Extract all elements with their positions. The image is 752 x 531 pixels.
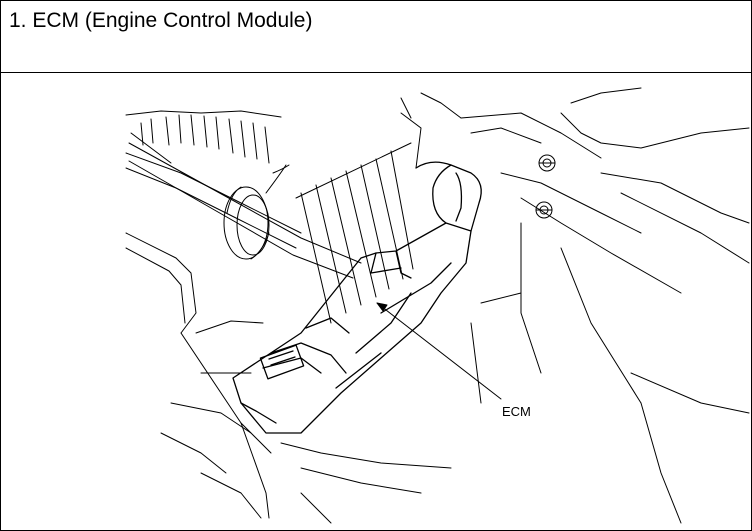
ecm-callout-label: ECM bbox=[502, 404, 531, 419]
title-cell: 1. ECM (Engine Control Module) bbox=[1, 1, 751, 73]
right-body bbox=[400, 87, 750, 524]
figure-cell: ECM bbox=[1, 73, 751, 530]
lower-housing bbox=[125, 232, 272, 519]
intake-fins bbox=[125, 110, 302, 249]
leader-arrow bbox=[376, 302, 502, 400]
ecm-module bbox=[232, 161, 482, 434]
bottom-housing bbox=[200, 442, 452, 524]
bolt-icon bbox=[538, 154, 556, 172]
page-title: 1. ECM (Engine Control Module) bbox=[9, 9, 313, 32]
bolt-icon bbox=[535, 201, 553, 219]
air-hose bbox=[128, 142, 362, 279]
housing-ribs bbox=[295, 142, 414, 324]
ecm-diagram: ECM bbox=[125, 87, 750, 524]
